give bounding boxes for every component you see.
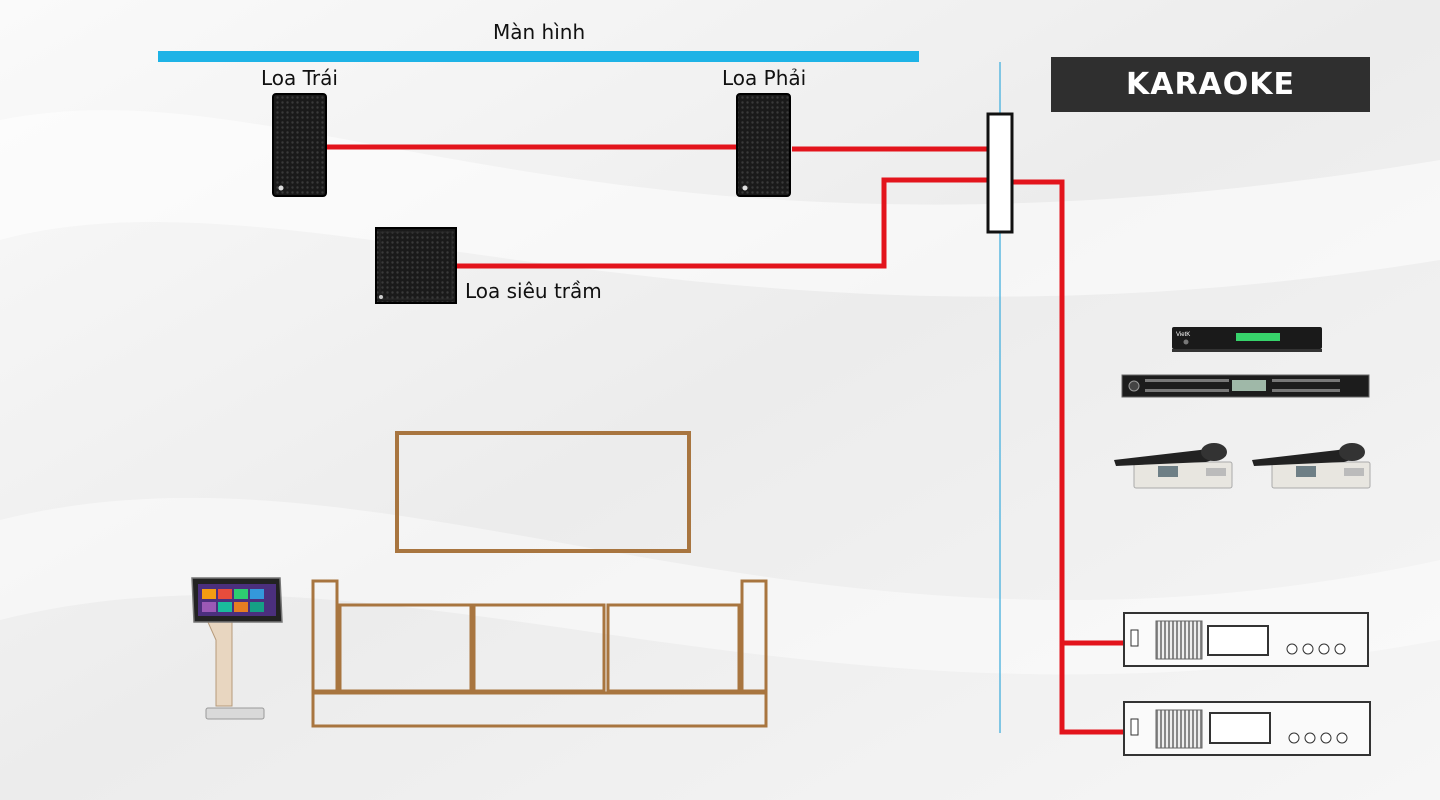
karaoke-title-banner: KARAOKE (1051, 57, 1370, 112)
speaker-left-label: Loa Trái (261, 66, 338, 90)
cable-subwoofer-to-hub (456, 177, 988, 269)
karaoke-title: KARAOKE (1125, 67, 1296, 102)
screen-label: Màn hình (493, 20, 586, 44)
background-swoosh (0, 110, 1440, 297)
speaker-left (272, 93, 327, 197)
player-brand-label: VietK (1176, 332, 1190, 338)
wireless-mic-receiver-2 (1252, 443, 1371, 489)
cable-hub-to-amplifiers (1012, 179, 1124, 735)
touchscreen-kiosk (191, 577, 283, 720)
speaker-right-label: Loa Phải (722, 66, 807, 90)
audio-processor (1121, 374, 1370, 398)
subwoofer-label: Loa siêu trầm (465, 279, 602, 303)
sofa (311, 579, 768, 728)
wireless-mic-receiver-1 (1114, 443, 1233, 489)
tv-table (395, 431, 691, 553)
background-swoosh (0, 497, 1440, 675)
cables (326, 144, 1124, 735)
amplifier-1 (1123, 612, 1369, 667)
subwoofer (375, 227, 457, 304)
speaker-right (736, 93, 791, 197)
screen-bar (158, 51, 919, 62)
amplifier-2 (1123, 701, 1371, 756)
connector-box (986, 112, 1014, 234)
karaoke-player: VietK (1172, 327, 1322, 352)
